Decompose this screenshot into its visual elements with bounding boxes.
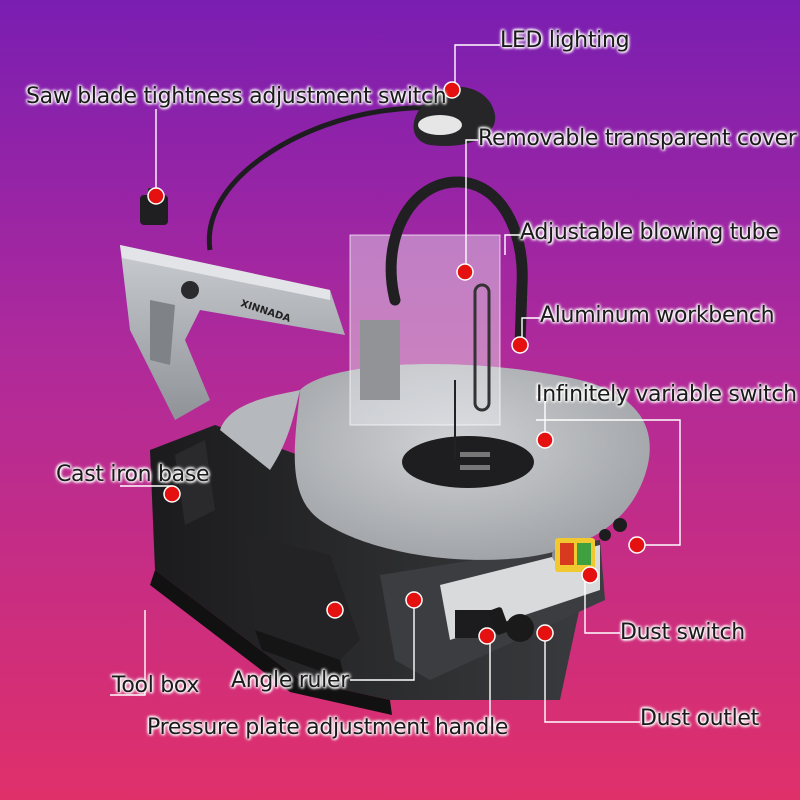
leader-lines — [110, 44, 681, 726]
marker-outlet — [536, 624, 554, 642]
marker-dust-switch — [581, 566, 599, 584]
label-cast-iron-base: Cast iron base — [56, 462, 210, 487]
front-knobs-shape — [488, 518, 627, 642]
label-led-lighting: LED lighting — [500, 28, 630, 53]
led-lamp-shape — [413, 86, 496, 146]
marker-cast-base — [163, 485, 181, 503]
label-dust-outlet: Dust outlet — [640, 706, 759, 731]
marker-angle — [405, 591, 423, 609]
label-dust-switch: Dust switch — [620, 620, 745, 645]
tool-box-shape — [245, 535, 360, 680]
marker-tightness — [147, 187, 165, 205]
label-tool-box: Tool box — [112, 673, 200, 698]
marker-pressure — [478, 627, 496, 645]
callout-markers — [147, 81, 646, 645]
label-pressure-handle: Pressure plate adjustment handle — [147, 715, 509, 740]
marker-toolbox — [326, 601, 344, 619]
label-blade-tightness: Saw blade tightness adjustment switch — [26, 84, 447, 109]
label-aluminum-workbench: Aluminum workbench — [540, 303, 775, 328]
marker-variable-switch — [628, 536, 646, 554]
saw-arm-shape: XINNADA — [120, 188, 345, 420]
label-angle-ruler: Angle ruler — [231, 668, 349, 693]
marker-tube — [511, 336, 529, 354]
label-blowing-tube: Adjustable blowing tube — [520, 220, 779, 245]
blade-guard-shape — [349, 234, 501, 460]
blowing-tube-shape — [385, 176, 528, 351]
aluminum-worktable-shape — [220, 363, 650, 560]
label-variable-switch: Infinitely variable switch — [536, 382, 797, 407]
marker-led — [443, 81, 461, 99]
marker-cover — [456, 263, 474, 281]
label-transparent-cover: Removable transparent cover — [478, 126, 797, 151]
marker-workbench — [536, 431, 554, 449]
